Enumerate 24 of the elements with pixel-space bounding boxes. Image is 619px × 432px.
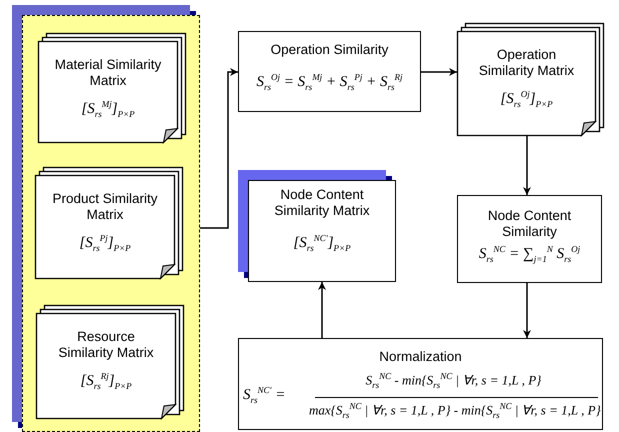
box-title: Node Content Similarity [486,208,572,240]
matrix-formula: [S$_{rs}$$^{NC'}$]$_{P×P}$ [292,233,352,253]
process-box [238,338,603,430]
arrow [200,68,238,229]
fraction-numerator: S$_{rs}$$^{NC}$ - min{S$_{rs}$$^{NC}$ | ∀r, s = 1,L , P} [364,371,542,390]
box-title: Operation Similarity [270,42,390,58]
matrix-formula: [S$_{rs}$$^{Rj}$]$_{P×P}$ [79,371,133,391]
matrix-formula: [S$_{rs}$$^{Mj}$]$_{P×P}$ [80,99,136,119]
matrix-title: Product Similarity Matrix [51,191,159,223]
arrow [523,283,531,338]
matrix-title: Material Similarity Matrix [54,57,162,89]
arrow [523,136,531,195]
matrix-formula: [S$_{rs}$$^{Pj}$]$_{P×P}$ [78,233,132,253]
process-box [238,31,421,112]
process-box [457,195,602,283]
matrix-title: Operation Similarity Matrix [478,47,576,79]
fraction-denominator: max{S$_{rs}$$^{NC}$ | ∀r, s = 1,L , P} - min{S$_{rs}$$^{NC}$ | ∀r, s = 1,L , P} [309,401,600,420]
box-title: Node Content Similarity Matrix [273,187,371,219]
matrix-formula: [S$_{rs}$$^{Oj}$]$_{P×P}$ [499,89,554,109]
formula-lhs: S$_{rs}$$^{NC'}$ = [243,385,286,405]
arrow [318,282,326,338]
arrow [421,68,457,76]
box-title: Normalization [378,349,463,365]
matrix-title: Resource Similarity Matrix [57,329,155,361]
